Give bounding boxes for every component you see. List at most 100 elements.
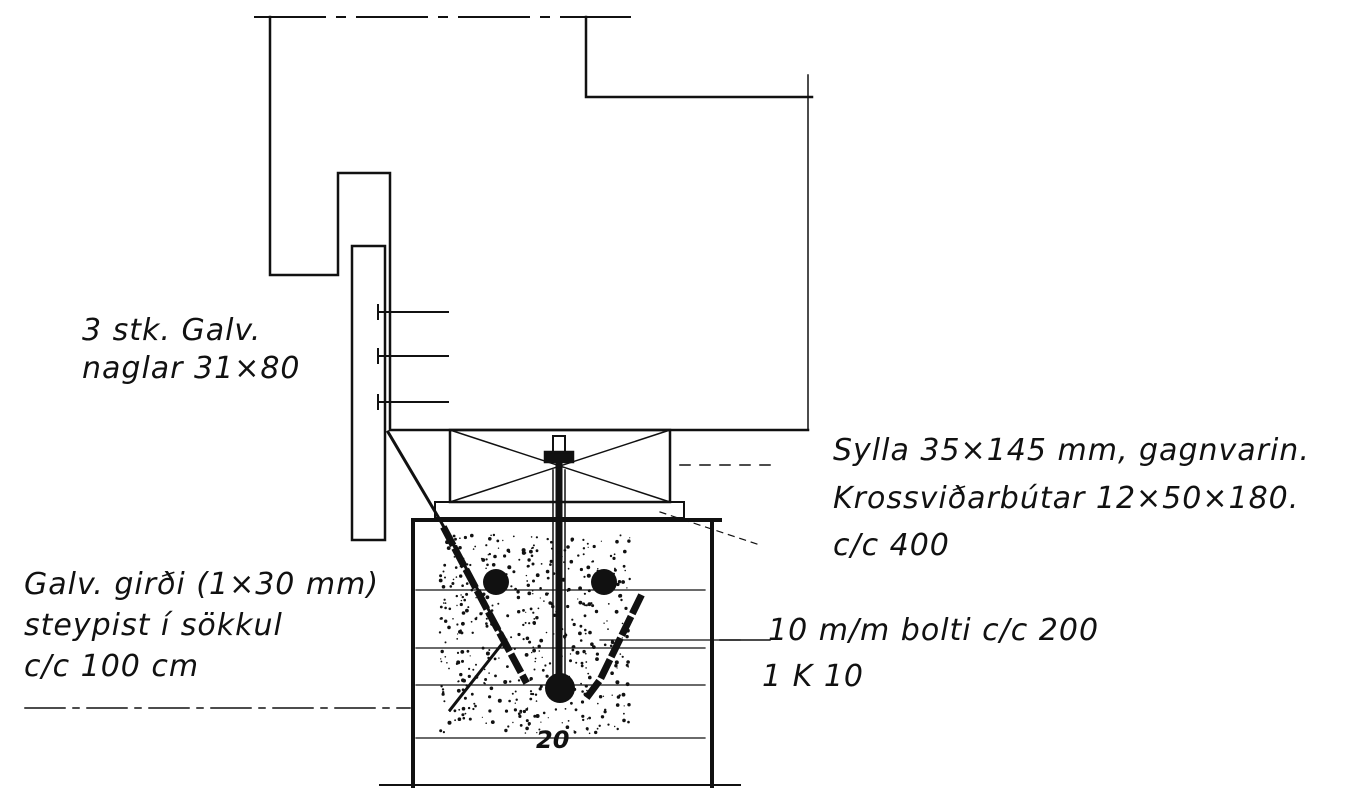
stipple-dot: [457, 717, 462, 721]
stipple-dot: [448, 667, 450, 670]
stipple-dot: [481, 558, 486, 562]
stipple-dot: [461, 611, 466, 615]
stipple-dot: [504, 709, 509, 713]
stipple-dot: [443, 598, 446, 601]
stipple-dot: [623, 549, 627, 554]
sill-label-line1: Sylla 35×145 mm, gagnvarin.: [833, 433, 1310, 468]
stipple-dot: [585, 604, 588, 607]
stipple-dot: [540, 721, 542, 723]
stipple-dot: [485, 617, 488, 620]
stipple-dot: [552, 613, 557, 617]
stipple-dot: [567, 567, 570, 570]
stipple-dot: [465, 592, 469, 596]
stipple-dot: [485, 544, 488, 547]
stipple-dot: [449, 710, 451, 712]
stipple-dot: [489, 686, 494, 691]
stipple-dot: [493, 554, 497, 559]
stipple-dot: [453, 709, 457, 713]
stipple-dot: [517, 712, 521, 716]
stipple-dot: [531, 692, 535, 696]
stipple-dot: [485, 651, 490, 656]
stipple-dot: [483, 682, 486, 684]
stipple-dot: [538, 687, 542, 691]
stipple-dot: [558, 608, 561, 611]
stipple-dot: [583, 575, 586, 578]
stipple-dot: [534, 657, 537, 660]
stipple-dot: [545, 631, 548, 634]
stipple-dot: [569, 659, 572, 663]
stipple-dot: [515, 698, 518, 701]
stipple-dot: [595, 657, 599, 661]
stipple-dot: [459, 574, 463, 578]
stipple-dot: [580, 700, 585, 704]
stipple-dot: [612, 556, 616, 561]
stipple-dot: [496, 539, 500, 543]
stipple-dot: [586, 542, 589, 545]
stipple-dot: [497, 602, 500, 605]
stipple-dot: [462, 716, 466, 720]
rebar-bottom: [545, 673, 575, 703]
stipple-dot: [509, 680, 512, 683]
stipple-dot: [595, 652, 600, 656]
stipple-dot: [440, 685, 443, 688]
stipple-dot: [586, 573, 591, 578]
stipple-dot: [533, 622, 536, 625]
stipple-dot: [531, 562, 535, 566]
stipple-dot: [461, 659, 464, 663]
stipple-dot: [452, 618, 454, 620]
stipple-dot: [491, 563, 496, 567]
stipple-dot: [459, 537, 461, 539]
strap-label-line1: Galv. girði (1×30 mm): [24, 567, 380, 602]
stipple-dot: [442, 570, 445, 573]
stipple-dot: [527, 591, 532, 596]
stipple-dot: [444, 576, 446, 579]
stipple-dot: [607, 723, 610, 726]
stipple-dot: [463, 598, 467, 602]
stipple-dot: [465, 582, 469, 585]
stipple-dot: [454, 566, 458, 569]
stipple-dot: [616, 667, 618, 669]
stipple-dot: [533, 618, 536, 620]
stipple-dot: [614, 725, 616, 728]
stipple-dot: [535, 714, 540, 718]
stipple-dot: [610, 640, 615, 645]
stipple-dot: [517, 679, 521, 682]
stipple-dot: [532, 648, 536, 653]
stipple-dot: [460, 594, 462, 596]
stipple-dot: [597, 568, 599, 570]
stipple-dot: [530, 554, 534, 558]
stipple-dot: [587, 672, 590, 675]
stipple-dot: [602, 695, 605, 697]
rebar-label: 1 K 10: [762, 659, 865, 694]
stipple-dot: [525, 636, 530, 641]
stipple-dot: [463, 696, 467, 700]
stipple-dot: [483, 668, 486, 671]
stipple-dot: [545, 569, 550, 574]
stipple-dot: [539, 587, 542, 590]
stipple-dot: [454, 719, 456, 722]
stipple-dot: [516, 669, 520, 673]
stipple-dot: [585, 652, 587, 655]
stipple-dot: [460, 631, 464, 635]
stipple-dot: [466, 649, 470, 653]
stipple-dot: [570, 701, 573, 705]
stipple-dot: [472, 548, 475, 550]
rebar-right: [591, 569, 617, 595]
stipple-dot: [525, 708, 529, 711]
stipple-dot: [561, 722, 563, 724]
stipple-dot: [626, 587, 628, 589]
stipple-dot: [529, 607, 533, 611]
stipple-dot: [465, 684, 468, 687]
stipple-dot: [460, 650, 465, 654]
galvanized-strap-dashed: [440, 525, 530, 685]
stipple-dot: [555, 611, 557, 613]
stipple-dot: [516, 595, 521, 600]
stipple-dot: [528, 640, 532, 644]
stipple-dot: [625, 663, 629, 667]
stipple-dot: [467, 674, 471, 679]
stipple-dot: [492, 533, 496, 537]
strap-right: [580, 593, 645, 705]
stipple-dot: [588, 630, 592, 635]
stipple-dot: [463, 535, 467, 540]
stipple-dot: [587, 589, 591, 593]
